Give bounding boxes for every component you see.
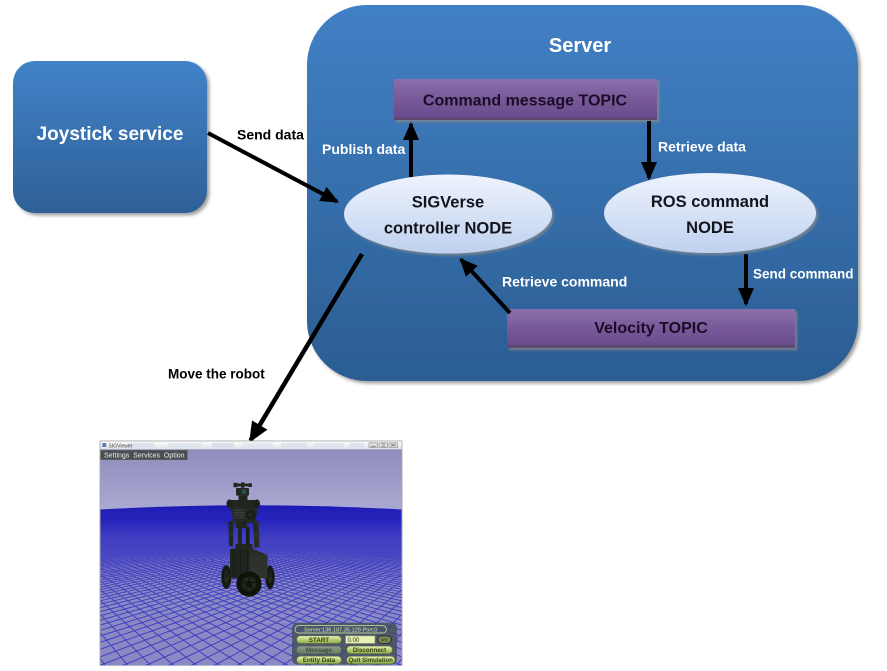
svg-text:Disconnect: Disconnect: [353, 647, 386, 654]
svg-text:0.00: 0.00: [348, 638, 360, 644]
svg-text:Entity Data: Entity Data: [303, 657, 336, 664]
svg-text:Send command: Send command: [753, 267, 854, 282]
svg-text:START: START: [309, 637, 329, 644]
svg-text:NODE: NODE: [686, 219, 734, 237]
svg-text:SIGViewer: SIGViewer: [109, 443, 133, 449]
svg-text:Command message TOPIC: Command message TOPIC: [423, 93, 628, 110]
svg-text:sec: sec: [380, 637, 388, 643]
svg-text:Server: Server: [549, 35, 611, 57]
svg-text:Move the robot: Move the robot: [168, 367, 265, 382]
svg-text:Publish data: Publish data: [322, 141, 405, 157]
svg-text:Velocity TOPIC: Velocity TOPIC: [594, 320, 708, 337]
svg-text:Send data: Send data: [237, 127, 304, 143]
svg-text:Retrieve command: Retrieve command: [502, 274, 627, 290]
svg-text:Settings Services Option: Settings Services Option: [104, 452, 185, 459]
svg-text:SIGVerse: SIGVerse: [412, 194, 484, 212]
svg-text:Server:136.187.35.129 Port:0: Server:136.187.35.129 Port:0: [304, 627, 377, 633]
svg-text:Joystick service: Joystick service: [37, 124, 184, 145]
svg-text:Message: Message: [306, 647, 333, 654]
svg-text:Retrieve data: Retrieve data: [658, 139, 746, 155]
svg-text:ROS command: ROS command: [651, 193, 769, 211]
svg-text:controller NODE: controller NODE: [384, 220, 512, 238]
svg-text:Quit Simulation: Quit Simulation: [349, 658, 394, 664]
